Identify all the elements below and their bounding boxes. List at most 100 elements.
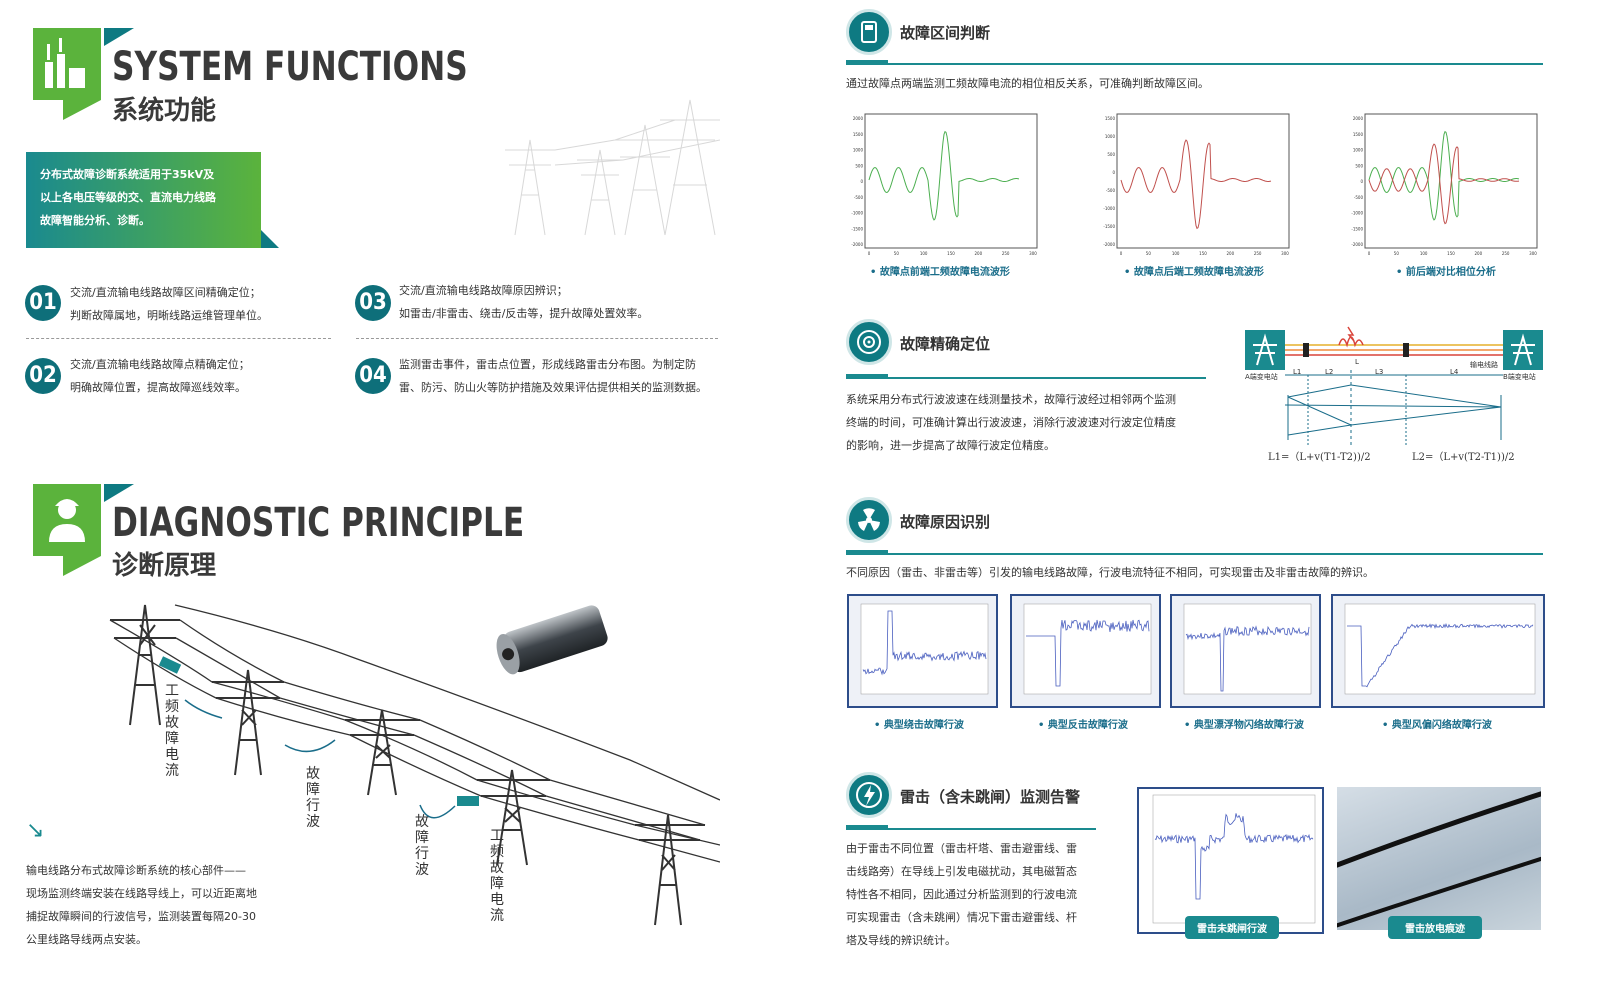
- interval-caption-1: • 故障点前端工频故障电流波形: [870, 267, 1010, 278]
- waveform-trace: [1026, 619, 1150, 687]
- diagnostic-description: 输电线路分布式故障诊断系统的核心部件—— 现场监测终端安装在线路导线上，可以近距…: [26, 859, 257, 951]
- badge-discharge-trace: 雷击放电痕迹: [1388, 916, 1482, 939]
- interval-caption-2: • 故障点后端工频故障电流波形: [1124, 267, 1264, 278]
- item-line: 雷、防污、防山火等防护措施及效果评估提供相关的监测数据。: [399, 381, 707, 394]
- station-b-label: B端变电站: [1503, 373, 1536, 381]
- label-power-freq-1: 工频故障电流: [165, 683, 179, 779]
- x-tick-label: 250: [1002, 251, 1010, 256]
- x-tick-label: 0: [868, 251, 871, 256]
- y-tick-label: -500: [1354, 195, 1364, 200]
- waveform-trace: [1347, 623, 1534, 688]
- item-number-01: 01: [25, 285, 61, 321]
- section-rule: [888, 63, 1543, 65]
- tower-sketch-decoration: [505, 99, 720, 236]
- desc-line: 特性各不相同，因此通过分析监测到的行波电流: [846, 888, 1077, 901]
- system-functions-icon-block: [33, 28, 101, 120]
- seg-label-l: L: [1355, 358, 1359, 366]
- x-tick-label: 250: [1254, 251, 1262, 256]
- fault-location-diagram: [1245, 326, 1543, 445]
- y-tick-label: 1000: [853, 148, 864, 153]
- station-a-label: A端变电站: [1245, 373, 1278, 381]
- section-title-lightning: 雷击（含未跳闸）监测告警: [900, 788, 1081, 806]
- x-tick-label: 100: [920, 251, 928, 256]
- item-line: 明确故障位置，提高故障巡线效率。: [70, 381, 246, 394]
- y-tick-label: 1000: [1105, 134, 1116, 139]
- y-tick-label: -500: [1106, 188, 1116, 193]
- formula-l1: L1=（L+v(T1-T2))/2: [1268, 452, 1371, 463]
- waveform-trace: [1185, 625, 1310, 692]
- item-number-03: 03: [355, 285, 391, 321]
- x-tick-label: 50: [1146, 251, 1152, 256]
- y-tick-label: -1500: [1351, 226, 1363, 231]
- y-tick-label: 500: [855, 163, 863, 168]
- x-tick-label: 200: [1475, 251, 1483, 256]
- cause-caption-1: • 典型绕击故障行波: [874, 720, 964, 731]
- intro-line: 故障智能分析、诊断。: [40, 214, 150, 227]
- x-tick-label: 0: [1120, 251, 1123, 256]
- cause-caption-4: • 典型风偏闪络故障行波: [1382, 720, 1492, 731]
- diagnostic-principle-title-en: DIAGNOSTIC PRINCIPLE: [112, 500, 525, 546]
- cause-chart-2: [1010, 594, 1161, 708]
- dashed-divider: [26, 338, 331, 339]
- system-functions-title-cn: 系统功能: [112, 96, 217, 126]
- section-rule-strong: [846, 825, 888, 830]
- section-rule-strong: [846, 60, 888, 65]
- lightning-waveform-panel: [1137, 787, 1324, 934]
- y-tick-label: 0: [1360, 179, 1363, 184]
- desc-line: 捕捉故障瞬间的行波信号，监测装置每隔20-30: [26, 910, 256, 923]
- lightning-description: 由于雷击不同位置（雷击杆塔、雷击避雷线、雷 击线路旁）在导线上引发电磁扰动，其电…: [846, 837, 1077, 952]
- section-rule: [888, 377, 1206, 379]
- meter-icon: [846, 9, 892, 55]
- desc-line: 公里线路导线两点安装。: [26, 933, 147, 946]
- desc-line: 系统采用分布式行波波速在线测量技术，故障行波经过相邻两个监测: [846, 393, 1176, 406]
- label-traveling-1: 故障行波: [306, 766, 320, 830]
- waveform-trace: [862, 610, 987, 676]
- x-tick-label: 150: [1199, 251, 1207, 256]
- y-tick-label: -2000: [851, 242, 863, 247]
- seg-label-l3: L3: [1375, 368, 1384, 376]
- y-tick-label: -1500: [1103, 224, 1115, 229]
- x-tick-label: 200: [975, 251, 983, 256]
- desc-line: 可实现雷击（含未跳闸）情况下雷击避雷线、杆: [846, 911, 1077, 924]
- diagnostic-principle-title-cn: 诊断原理: [112, 551, 217, 581]
- desc-line: 击线路旁）在导线上引发电磁扰动，其电磁暂态: [846, 865, 1077, 878]
- cause-description: 不同原因（雷击、非雷击等）引发的输电线路故障，行波电流特征不相同，可实现雷击及非…: [846, 566, 1374, 579]
- x-tick-label: 300: [1281, 251, 1289, 256]
- cause-caption-3: • 典型漂浮物闪络故障行波: [1184, 720, 1304, 731]
- lightning-waveform: [1152, 794, 1316, 924]
- y-tick-label: 1500: [1353, 132, 1364, 137]
- section-title-location: 故障精确定位: [900, 335, 991, 353]
- cause-waveform-1: [860, 603, 989, 695]
- y-tick-label: 1500: [1105, 116, 1116, 121]
- seg-label-l2: L2: [1325, 368, 1334, 376]
- cause-chart-4: [1331, 594, 1545, 708]
- label-traveling-2: 故障行波: [415, 814, 429, 878]
- y-tick-label: 2000: [853, 116, 864, 121]
- x-tick-label: 100: [1420, 251, 1428, 256]
- dashed-divider: [356, 338, 718, 339]
- waveform-trace: [1154, 813, 1314, 900]
- desc-line: 现场监测终端安装在线路导线上，可以近距离地: [26, 887, 257, 900]
- function-item-03: 交流/直流输电线路故障原因辨识； 如雷击/非雷击、绕击/反击等，提升故障处置效率…: [399, 279, 648, 325]
- label-power-freq-2: 工频故障电流: [490, 828, 504, 924]
- x-tick-label: 300: [1029, 251, 1037, 256]
- x-tick-label: 250: [1502, 251, 1510, 256]
- section-title-cause: 故障原因识别: [900, 513, 991, 531]
- desc-line: 由于雷击不同位置（雷击杆塔、雷击避雷线、雷: [846, 842, 1077, 855]
- y-tick-label: 2000: [1353, 116, 1364, 121]
- section-title-interval: 故障区间判断: [900, 24, 991, 42]
- cause-waveform-2: [1023, 603, 1152, 695]
- x-tick-label: 300: [1529, 251, 1537, 256]
- desc-line: 塔及导线的辨识统计。: [846, 934, 956, 947]
- y-tick-label: 500: [1107, 152, 1115, 157]
- x-tick-label: 150: [1447, 251, 1455, 256]
- function-item-04: 监测雷击事件，雷击点位置，形成线路雷击分布图。为制定防 雷、防污、防山火等防护措…: [399, 353, 707, 399]
- section-rule-strong: [846, 550, 888, 555]
- cause-waveform-4: [1344, 603, 1536, 695]
- x-tick-label: 100: [1172, 251, 1180, 256]
- y-tick-label: 0: [1112, 170, 1115, 175]
- item-line: 判断故障属地，明晰线路运维管理单位。: [70, 309, 268, 322]
